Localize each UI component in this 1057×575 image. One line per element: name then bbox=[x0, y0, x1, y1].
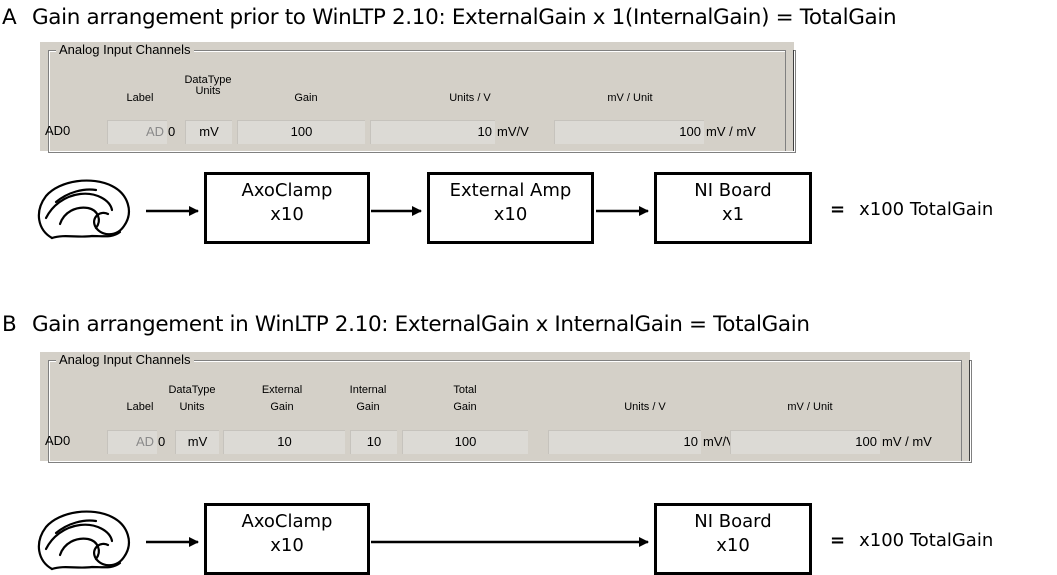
total-gain-result: = x100 TotalGain bbox=[830, 199, 993, 220]
groupbox-frame bbox=[48, 50, 796, 153]
equals-sign: = bbox=[830, 199, 846, 220]
label-field[interactable]: AD bbox=[107, 430, 157, 454]
units-select[interactable]: mV bbox=[175, 430, 219, 454]
analog-input-panel-b: Analog Input Channels Label DataType Uni… bbox=[40, 352, 972, 463]
header-datatype: DataType bbox=[184, 74, 232, 86]
groupbox-title: Analog Input Channels bbox=[56, 43, 194, 57]
box-gain: x10 bbox=[493, 204, 528, 225]
header-total-gain: Gain bbox=[453, 401, 477, 413]
section-b-heading: B Gain arrangement in WinLTP 2.10: Extern… bbox=[2, 312, 810, 337]
label-index: 0 bbox=[158, 434, 166, 449]
header-internal: Internal bbox=[349, 384, 387, 396]
header-internal-gain: Gain bbox=[356, 401, 380, 413]
header-units: Units bbox=[179, 401, 205, 413]
mv-per-unit-unit: mV / mV bbox=[706, 124, 756, 139]
section-a-title: Gain arrangement prior to WinLTP 2.10: E… bbox=[32, 5, 897, 30]
equals-sign: = bbox=[830, 530, 846, 551]
section-a-letter: A bbox=[2, 5, 17, 30]
panel-scroll-edge[interactable] bbox=[961, 360, 970, 461]
brain-icon bbox=[37, 510, 130, 571]
result-text: x100 TotalGain bbox=[859, 199, 994, 220]
section-b-letter: B bbox=[2, 312, 17, 337]
box-name: NI Board bbox=[694, 180, 772, 201]
header-mv-per-unit: mV / Unit bbox=[607, 92, 653, 104]
box-name: External Amp bbox=[449, 180, 572, 201]
panel-scroll-edge[interactable] bbox=[785, 50, 794, 151]
diagram-box-ni-board: NI Board x1 bbox=[654, 172, 812, 244]
groupbox-frame bbox=[48, 360, 972, 463]
box-gain: x10 bbox=[270, 204, 304, 225]
header-units-per-v: Units / V bbox=[624, 401, 666, 413]
box-name: AxoClamp bbox=[241, 180, 333, 201]
label-index: 0 bbox=[168, 124, 176, 139]
header-units: Units bbox=[195, 85, 221, 97]
brain-icon bbox=[37, 179, 130, 240]
box-gain: x10 bbox=[716, 535, 750, 556]
units-per-v-field[interactable]: 10 bbox=[370, 120, 495, 144]
header-mv-per-unit: mV / Unit bbox=[787, 401, 833, 413]
units-per-v-field[interactable]: 10 bbox=[548, 430, 701, 454]
units-per-v-unit: mV/V bbox=[703, 434, 735, 449]
header-units-per-v: Units / V bbox=[449, 92, 491, 104]
box-gain: x10 bbox=[270, 535, 304, 556]
external-gain-field[interactable]: 10 bbox=[223, 430, 345, 454]
total-gain-result: = x100 TotalGain bbox=[830, 530, 993, 551]
gain-field[interactable]: 100 bbox=[237, 120, 365, 144]
label-field[interactable]: AD bbox=[107, 120, 167, 144]
header-gain: Gain bbox=[294, 92, 318, 104]
header-external-gain: Gain bbox=[270, 401, 294, 413]
header-label: Label bbox=[126, 92, 154, 104]
mv-per-unit-field[interactable]: 100 bbox=[730, 430, 880, 454]
internal-gain-field[interactable]: 10 bbox=[350, 430, 397, 454]
box-name: AxoClamp bbox=[241, 511, 333, 532]
header-external: External bbox=[261, 384, 303, 396]
result-text: x100 TotalGain bbox=[859, 530, 994, 551]
units-per-v-unit: mV/V bbox=[497, 124, 529, 139]
header-total: Total bbox=[453, 384, 477, 396]
channel-label: AD0 bbox=[45, 433, 71, 448]
header-datatype: DataType bbox=[168, 384, 216, 396]
diagram-box-axoclamp: AxoClamp x10 bbox=[204, 503, 370, 575]
analog-input-panel-a: Analog Input Channels Label DataType Uni… bbox=[40, 42, 796, 153]
units-select[interactable]: mV bbox=[185, 120, 232, 144]
section-a-heading: A Gain arrangement prior to WinLTP 2.10: … bbox=[2, 5, 897, 30]
box-gain: x1 bbox=[721, 204, 745, 225]
diagram-box-external-amp: External Amp x10 bbox=[427, 172, 594, 244]
total-gain-field[interactable]: 100 bbox=[402, 430, 528, 454]
section-b-title: Gain arrangement in WinLTP 2.10: Externa… bbox=[32, 312, 810, 337]
diagram-box-axoclamp: AxoClamp x10 bbox=[204, 172, 370, 244]
channel-label: AD0 bbox=[45, 123, 71, 138]
header-label: Label bbox=[126, 401, 154, 413]
diagram-box-ni-board: NI Board x10 bbox=[654, 503, 812, 575]
groupbox-title: Analog Input Channels bbox=[56, 353, 194, 367]
mv-per-unit-field[interactable]: 100 bbox=[554, 120, 704, 144]
box-name: NI Board bbox=[694, 511, 772, 532]
mv-per-unit-unit: mV / mV bbox=[882, 434, 932, 449]
